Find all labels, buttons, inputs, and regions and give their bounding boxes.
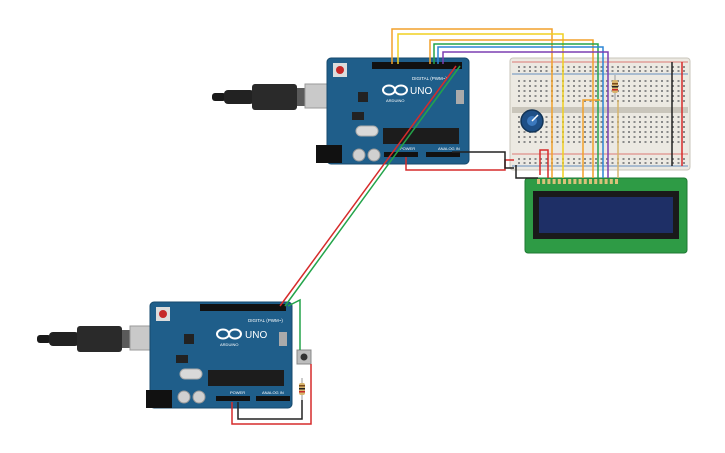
reset-button[interactable] [159, 310, 167, 318]
breadboard-holes [518, 66, 685, 164]
digital-label: DIGITAL (PWM~) [412, 76, 447, 81]
arduino-top[interactable]: DIGITAL (PWM~) UNO ARDUINO POWER ANALOG … [212, 57, 470, 165]
atmega-chip [383, 128, 459, 144]
power-jack [146, 390, 172, 408]
pushbutton[interactable] [296, 349, 312, 365]
uno-label: UNO [245, 330, 267, 341]
power-label: POWER [400, 146, 415, 151]
reset-button[interactable] [336, 66, 344, 74]
lcd-screen [539, 197, 673, 233]
wires [231, 28, 683, 425]
breadboard[interactable] [509, 57, 691, 171]
analog-label: ANALOG IN [262, 390, 284, 395]
lcd-pins [537, 179, 618, 184]
usb-cable-icon [212, 83, 346, 110]
power-label: POWER [230, 390, 245, 395]
uno-label: UNO [410, 86, 432, 97]
resistor [612, 75, 618, 100]
potentiometer[interactable] [520, 109, 544, 133]
arduino-bottom[interactable]: DIGITAL (PWM~) UNO ARDUINO POWER ANALOG … [37, 301, 293, 409]
resistor [299, 378, 305, 400]
lcd-display[interactable] [524, 177, 688, 254]
usb-cable-icon [37, 325, 171, 352]
atmega-chip [208, 370, 284, 386]
power-jack [316, 145, 342, 163]
arduino-logo [382, 84, 408, 96]
digital-label: DIGITAL (PWM~) [248, 318, 283, 323]
arduino-brand: ARDUINO [220, 342, 238, 347]
arduino-logo [216, 328, 242, 340]
analog-label: ANALOG IN [438, 146, 460, 151]
arduino-brand: ARDUINO [386, 98, 404, 103]
